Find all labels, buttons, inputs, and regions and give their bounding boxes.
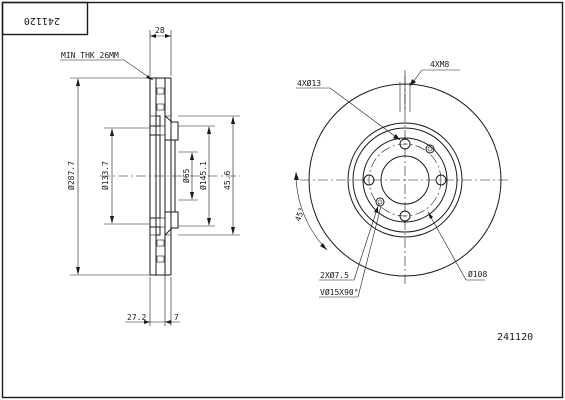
min-thickness-label: MIN THK 26MM xyxy=(61,51,119,60)
pin-hole-upper-right xyxy=(425,144,435,154)
height-label: 45.6 xyxy=(223,171,232,190)
hat-diameter-label: Ø145.1 xyxy=(198,161,208,190)
angle-label: 45° xyxy=(293,206,306,223)
side-section-view: Ø287.7 Ø133.7 Ø65 Ø145.1 45.6 xyxy=(60,26,240,326)
pin-holes-label: 2XØ7.5 xyxy=(320,270,349,280)
pin-hole-lower-left xyxy=(375,197,385,207)
chamfer-label: VØ15X90° xyxy=(320,287,359,297)
part-number-box-text: 241120 xyxy=(24,15,60,26)
bolt-hole-top xyxy=(399,138,411,150)
center-bore-label: Ø65 xyxy=(181,168,191,183)
pcd-label: Ø108 xyxy=(468,269,487,279)
bolt-hole-bottom xyxy=(399,210,411,222)
offset-bottom-label: 27.2 xyxy=(127,313,146,322)
bolt-hole-left xyxy=(363,174,375,186)
flange-bottom-label: 7 xyxy=(174,313,179,322)
bolt-hole-right xyxy=(435,174,447,186)
outer-diameter-label: Ø287.7 xyxy=(66,161,76,190)
front-view: 4XØ13 4XM8 2XØ7.5 VØ15X90° Ø108 45° xyxy=(293,60,510,298)
part-number-bottom: 241120 xyxy=(497,332,533,343)
thickness-top-label: 28 xyxy=(155,26,165,35)
part-number-box: 241120 xyxy=(1,1,89,36)
bolt-holes-label: 4XØ13 xyxy=(297,78,321,88)
thread-label: 4XM8 xyxy=(430,60,449,69)
hub-diameter-label: Ø133.7 xyxy=(100,161,110,190)
